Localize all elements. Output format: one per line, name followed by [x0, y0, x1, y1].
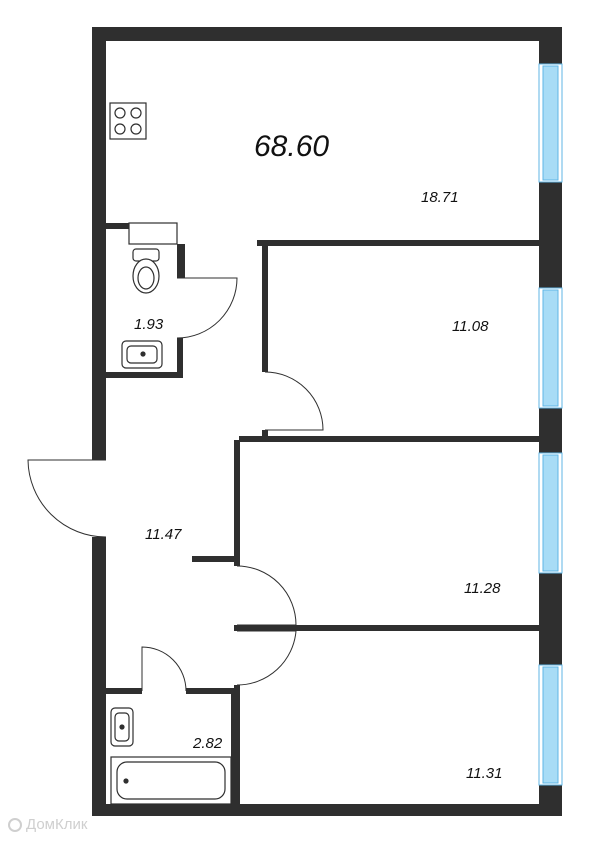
wall-bedrooms-1 — [239, 436, 539, 442]
wall-top — [92, 27, 539, 41]
bedroom-bottom-door — [236, 630, 297, 686]
room-area-toilet: 1.93 — [134, 316, 164, 333]
wall-bath-top-right — [186, 688, 240, 694]
bathroom-door — [141, 646, 187, 692]
wall-kitchen-bedroom — [257, 240, 539, 246]
wall-bedroom-mid-left-stub — [192, 556, 240, 562]
toilet-door — [176, 277, 238, 339]
right-pier-3 — [539, 408, 562, 453]
wall-toilet-top-right — [177, 244, 185, 278]
wall-left-lower — [92, 537, 106, 816]
window-1-glass — [542, 65, 559, 181]
wall-toilet-bottom — [106, 372, 183, 378]
doors — [27, 277, 324, 692]
walls — [92, 27, 562, 816]
wall-bottom — [92, 804, 562, 816]
wall-bath-top-left — [106, 688, 142, 694]
room-area-bedroom-bottom: 11.31 — [466, 765, 503, 782]
bedroom-top-door — [264, 371, 324, 431]
watermark-logo-icon — [8, 817, 22, 832]
right-pier-2 — [539, 182, 562, 288]
wall-toilet-right-lower — [177, 338, 183, 378]
window-2-glass — [542, 289, 559, 407]
sink-icon — [121, 340, 163, 369]
wall-left-upper — [92, 27, 106, 460]
bathroom-sink-icon — [110, 707, 134, 747]
window-4-glass — [542, 666, 559, 784]
bathtub-icon — [110, 756, 232, 805]
wall-bath-right — [231, 694, 237, 809]
window-3-glass — [542, 454, 559, 572]
room-area-bedroom-middle: 11.28 — [464, 580, 501, 597]
windows — [538, 63, 563, 786]
watermark: ДомКлик — [8, 816, 87, 833]
right-pier-4 — [539, 573, 562, 665]
watermark-text: ДомКлик — [26, 816, 88, 833]
room-area-bathroom: 2.82 — [193, 735, 223, 752]
stove-icon — [109, 102, 147, 140]
room-area-hall: 11.47 — [145, 526, 182, 543]
right-pier-1 — [539, 27, 562, 64]
wall-toilet-top — [106, 223, 129, 229]
wall-bedroom-mid-left — [234, 440, 240, 566]
right-pier-5 — [539, 785, 562, 816]
total-area-label: 68.60 — [254, 130, 330, 163]
room-area-kitchen: 18.71 — [421, 189, 459, 206]
room-area-bedroom-top: 11.08 — [452, 318, 489, 335]
toilet-icon — [128, 222, 178, 294]
wall-bedroom-top-left — [262, 246, 268, 372]
bedroom-middle-door — [236, 565, 297, 626]
wall-bedrooms-2 — [234, 625, 539, 631]
entrance-door — [27, 459, 107, 538]
